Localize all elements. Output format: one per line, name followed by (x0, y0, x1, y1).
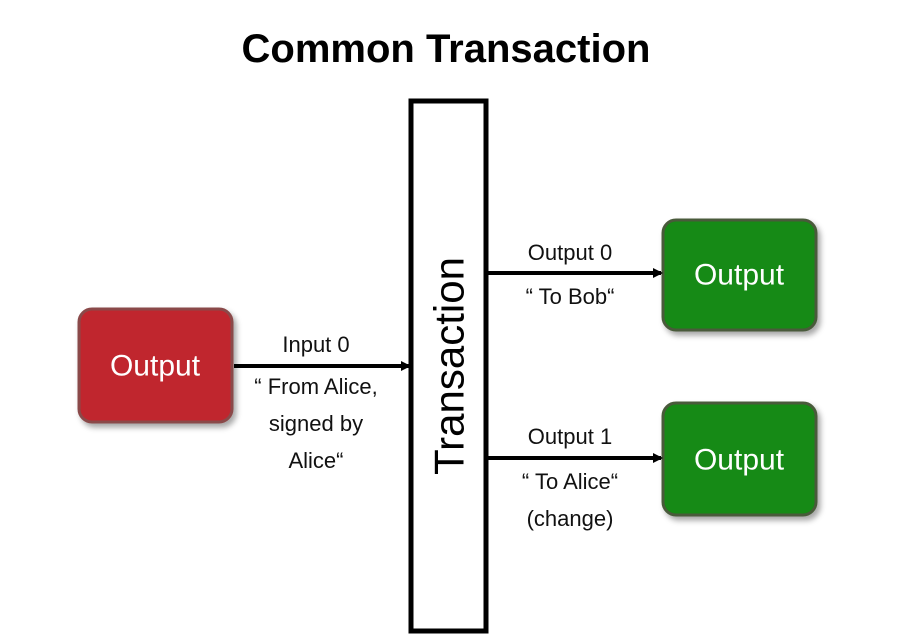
input-output-label: Output (110, 350, 201, 383)
transaction-node: Transaction (408, 98, 489, 634)
diagram-title: Common Transaction (242, 27, 651, 71)
input0-name: Input 0 (282, 332, 349, 357)
transaction-box (408, 98, 489, 634)
input-output-node: Output (77, 307, 234, 424)
output-alice-label: Output (694, 444, 785, 477)
input0-detail-line-3: Alice“ (288, 448, 343, 473)
output-bob-label: Output (694, 259, 785, 292)
output-bob-node: Output (661, 218, 818, 332)
output1-edge: Output 1 “ To Alice“ (change) (488, 424, 663, 531)
output-alice-box (661, 401, 818, 517)
output-bob-box (661, 218, 818, 332)
output-alice-node: Output (661, 401, 818, 517)
input0-detail-line-2: signed by (269, 411, 363, 436)
output0-name: Output 0 (528, 240, 612, 265)
output1-detail-line-2: (change) (527, 506, 614, 531)
output1-detail-line-1: “ To Alice“ (522, 469, 618, 494)
output1-name: Output 1 (528, 424, 612, 449)
transaction-label: Transaction (426, 257, 473, 475)
input-output-box (77, 307, 234, 424)
output0-detail-line-1: “ To Bob“ (526, 284, 615, 309)
output0-edge: Output 0 “ To Bob“ (488, 240, 663, 309)
input0-detail-line-1: “ From Alice, (254, 374, 377, 399)
input0-edge: Input 0 “ From Alice, signed by Alice“ (234, 332, 411, 473)
